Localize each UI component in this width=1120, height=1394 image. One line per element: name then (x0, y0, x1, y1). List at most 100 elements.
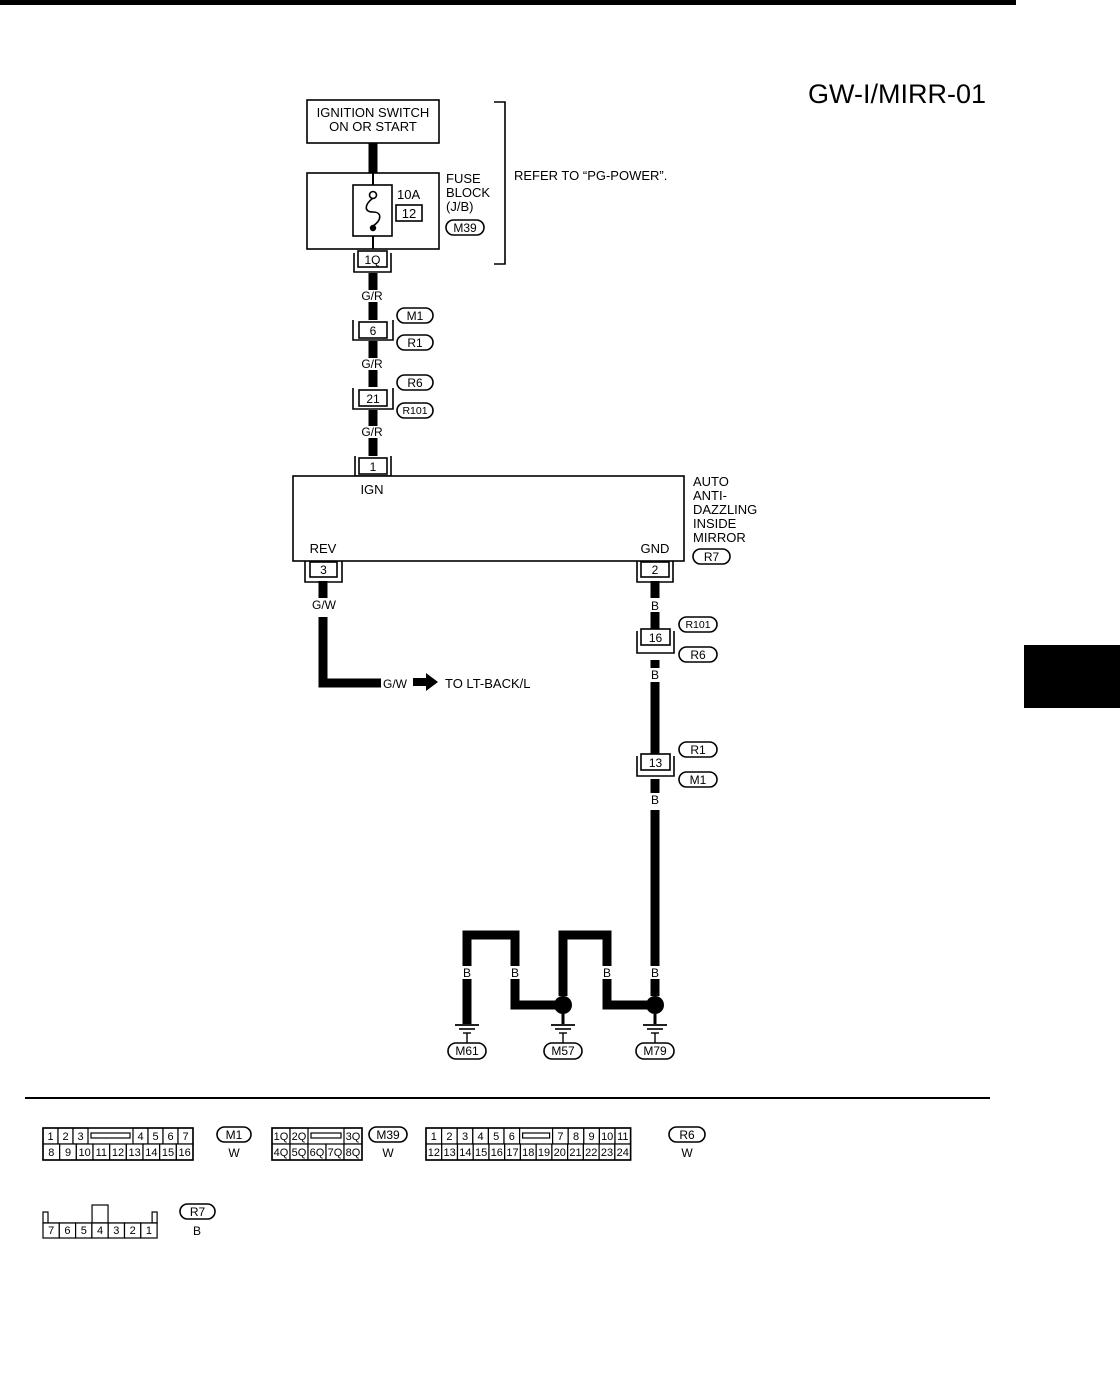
pin-gnd: 2 (652, 563, 659, 577)
fuse-label-3: (J/B) (446, 199, 473, 214)
wire-label-gr-1: G/R (361, 289, 383, 303)
wire-gw-route (318, 617, 381, 688)
m39-pin-2Q: 2Q (292, 1131, 307, 1143)
r6-pin-20: 20 (554, 1147, 566, 1159)
m1-lock-tab (90, 1132, 131, 1139)
r6-pin-16: 16 (491, 1147, 503, 1159)
m1-pin-15: 15 (162, 1147, 174, 1159)
r7-pin-6: 6 (64, 1225, 70, 1237)
junction-21-top-oval (396, 374, 434, 391)
r7-key-center (91, 1204, 109, 1224)
connector-r6-color: W (681, 1146, 693, 1160)
fuse-connector-id: M39 (453, 221, 477, 235)
r7-pin-1: 1 (146, 1225, 152, 1237)
m39-pin-3Q: 3Q (346, 1131, 361, 1143)
junction-16-top-oval (678, 616, 718, 633)
m1-pin-4: 4 (137, 1131, 143, 1143)
m39-pin-5Q: 5Q (292, 1147, 307, 1159)
junction-6-box (358, 321, 388, 339)
ignition-switch-box (306, 99, 440, 144)
junction-6-bracket (352, 320, 394, 341)
mirror-name-1: AUTO (693, 474, 729, 489)
junction-21-top-connector: R6 (407, 376, 423, 390)
m39-pin-8Q: 8Q (346, 1147, 361, 1159)
refer-bracket (494, 101, 506, 265)
mirror-connector-oval (692, 548, 731, 565)
wire-label-gr-2: G/R (361, 357, 383, 371)
m1-pin-2: 2 (62, 1131, 68, 1143)
junction-6-pin: 6 (370, 324, 377, 338)
fuse-label-1: FUSE (446, 171, 481, 186)
m1-pin-7: 7 (182, 1131, 188, 1143)
mirror-connector-id: R7 (704, 550, 720, 564)
wire-label-gr-3: G/R (361, 425, 383, 439)
junction-13-bracket (636, 756, 675, 777)
r6-pin-15: 15 (475, 1147, 487, 1159)
r6-pin-7: 7 (557, 1131, 563, 1143)
m1-pin-11: 11 (96, 1147, 107, 1159)
r6-pin-21: 21 (569, 1147, 581, 1159)
connector-r7-id: R7 (190, 1205, 206, 1219)
fuse-icon (365, 197, 381, 227)
splice-m79 (646, 996, 664, 1014)
ignition-switch-label-2: ON OR START (329, 119, 417, 134)
mirror-label-gnd: GND (641, 541, 670, 556)
mirror-label-ign: IGN (360, 482, 383, 497)
r6-pin-11: 11 (617, 1131, 628, 1143)
r6-pin-8: 8 (573, 1131, 579, 1143)
to-lt-back-l: TO LT-BACK/L (445, 676, 531, 691)
junction-21-bottom-oval (396, 402, 434, 419)
junction-21-bottom-connector: R101 (402, 405, 427, 417)
r6-pin-19: 19 (538, 1147, 550, 1159)
connector-r6-oval (668, 1126, 706, 1143)
connector-m1-oval (216, 1126, 252, 1143)
wire-label-gw-to: G/W (383, 677, 408, 691)
ground-m61: M61 (455, 1044, 479, 1058)
r6-pin-2: 2 (446, 1131, 452, 1143)
junction-16-bottom-oval (678, 646, 718, 663)
terminal-1q: 1Q (364, 253, 380, 267)
pin-rev: 3 (320, 563, 327, 577)
pin-ign-box (358, 457, 388, 475)
r6-pin-1: 1 (431, 1131, 437, 1143)
junction-16-box (640, 628, 671, 646)
ground-wire-label-3: B (559, 966, 567, 980)
junction-21-box (358, 389, 388, 407)
ignition-switch-label-1: IGNITION SWITCH (317, 105, 430, 120)
ground-symbol-m61 (455, 1024, 479, 1043)
junction-21-bracket (352, 388, 394, 410)
mirror-name-5: MIRROR (693, 530, 746, 545)
connector-r7-color: B (193, 1224, 201, 1238)
ground-m61-oval (447, 1042, 487, 1060)
r7-key-left (42, 1211, 49, 1224)
connector-r7-oval (179, 1203, 216, 1220)
r7-pin-3: 3 (113, 1225, 119, 1237)
m1-pin-14: 14 (145, 1147, 157, 1159)
r6-pin-6: 6 (509, 1131, 515, 1143)
m1-pin-16: 16 (179, 1147, 191, 1159)
r6-pin-13: 13 (443, 1147, 455, 1159)
terminal-1q-bracket (353, 253, 392, 273)
junction-16-pin: 16 (649, 631, 663, 645)
fuse-terminal-open (368, 190, 378, 200)
r7-pin-1-cell (140, 1222, 158, 1239)
wire-ground-loop-1 (462, 930, 520, 966)
junction-6-bottom-connector: R1 (407, 336, 423, 350)
r6-pin-3: 3 (462, 1131, 468, 1143)
junction-13-bottom-connector: M1 (690, 773, 707, 787)
pin-rev-box (309, 561, 338, 578)
wire-label-b-2: B (651, 668, 659, 682)
wire-loop-2-to-m79 (602, 979, 655, 1010)
fuse-terminal-dot (369, 224, 377, 232)
ground-wire-label-4: B (603, 966, 611, 980)
ground-wire-label-1: B (463, 966, 471, 980)
mirror-name-4: INSIDE (693, 516, 737, 531)
m1-pin-3: 3 (77, 1131, 83, 1143)
m39-pin-7Q: 7Q (328, 1147, 343, 1159)
fuse-number: 12 (402, 206, 416, 221)
wire-label-b-3: B (651, 793, 659, 807)
